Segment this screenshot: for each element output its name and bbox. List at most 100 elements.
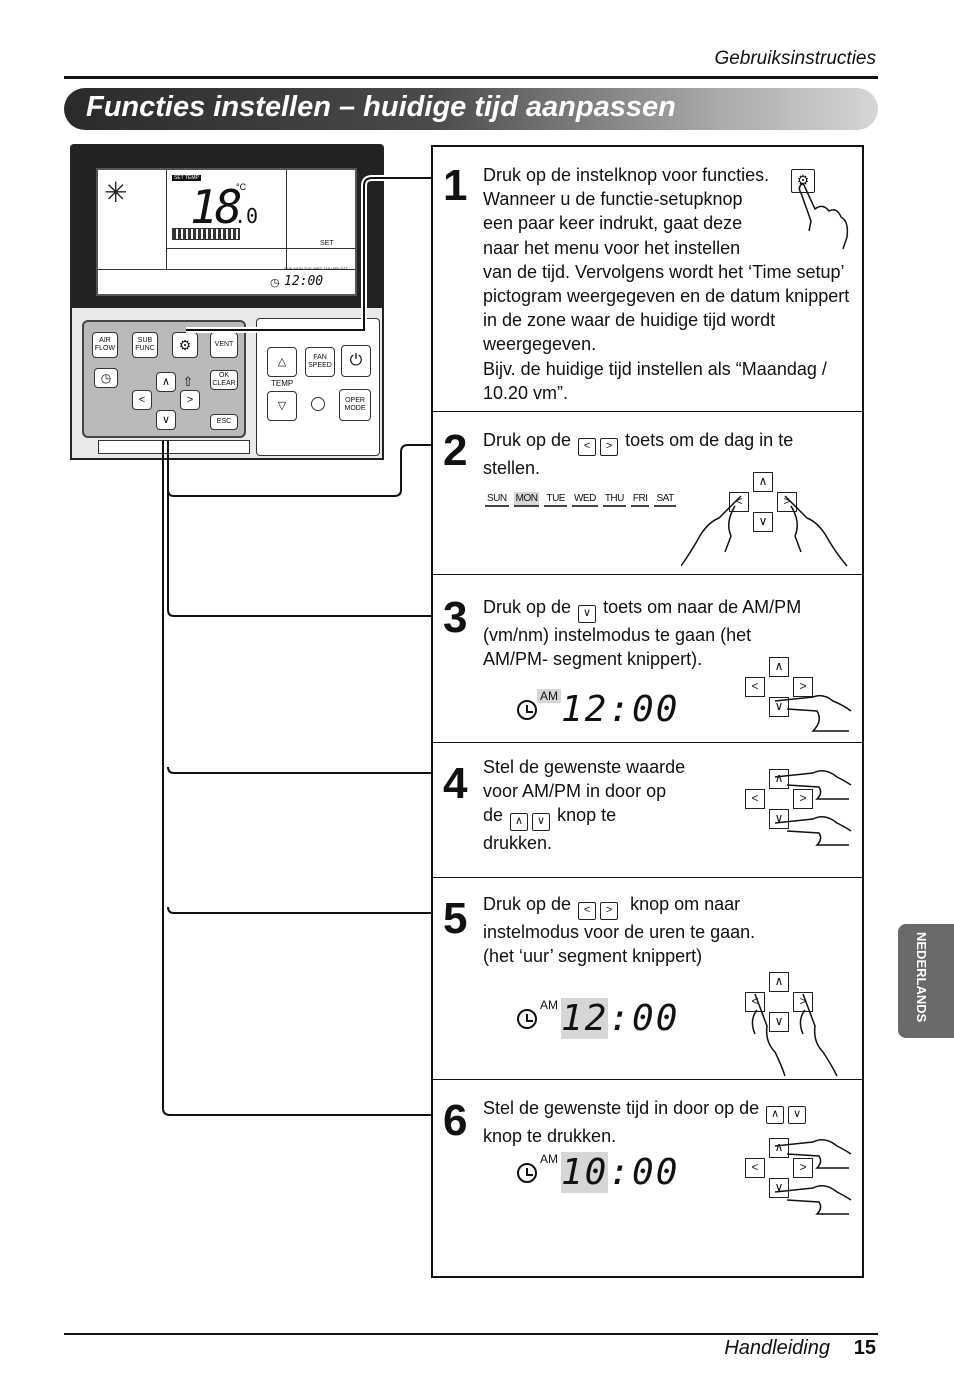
hands-icon	[774, 1139, 852, 1215]
down-key-icon: ∨	[788, 1106, 807, 1124]
page-title: Functies instellen – huidige tijd aanpas…	[86, 91, 676, 123]
clock-icon	[517, 1008, 537, 1029]
hand-press-icon	[774, 694, 852, 732]
lcd-level-bar	[172, 228, 240, 240]
language-side-tab: NEDERLANDS	[898, 924, 954, 1038]
footer-rule	[64, 1333, 878, 1335]
up-key-icon: ∧	[510, 813, 529, 831]
sub-func-button[interactable]: SUB FUNC	[132, 332, 158, 358]
up-key[interactable]: ∧	[156, 372, 176, 392]
header-label: Gebruiksinstructies	[714, 48, 876, 69]
time-digits: 12:00	[561, 998, 680, 1040]
minute-segment: :00	[608, 1152, 680, 1194]
step-text: Stel de gewenste waarde voor AM/PM in do…	[483, 757, 686, 853]
ampm-indicator: AM	[540, 998, 558, 1012]
page-number: 15	[853, 1337, 876, 1359]
step-1: 1 Druk op de instelknop voor functies. W…	[433, 147, 862, 412]
minute-segment: :00	[608, 998, 680, 1040]
step-5: 5 Druk op de <> knop om naar instelmodus…	[433, 878, 862, 1080]
lcd-temp-decimal: .0	[234, 204, 259, 228]
lcd-time: 12:00	[284, 274, 324, 289]
step-number: 6	[443, 1096, 468, 1145]
oper-mode-button[interactable]: OPER MODE	[339, 389, 371, 421]
step-2: 2 Druk op de <> toets om de dag in te st…	[433, 412, 862, 575]
down-key-icon: ∨	[532, 813, 551, 831]
hand-press-icon	[798, 182, 849, 250]
step-number: 2	[443, 426, 468, 475]
left-key[interactable]: <	[132, 390, 152, 410]
home-icon: ⇧	[182, 374, 194, 389]
lcd-unit: °C	[236, 182, 247, 192]
temp-up-button[interactable]: △	[267, 347, 297, 377]
clock-icon: ◷	[100, 371, 112, 385]
step-6: 6 Stel de gewenste tijd in door op de ∧∨…	[433, 1080, 862, 1276]
step-number: 3	[443, 593, 468, 642]
temp-down-button[interactable]: ▽	[267, 391, 297, 421]
lcd-clock-icon: ◷	[270, 277, 280, 289]
hands-icon	[751, 993, 838, 1077]
up-key-icon: ∧	[766, 1106, 785, 1124]
vent-button[interactable]: VENT	[210, 332, 238, 358]
function-key-icon: ⚙	[791, 169, 815, 193]
day: WED	[571, 492, 598, 507]
timer-button[interactable]: ◷	[94, 368, 118, 388]
day: TUE	[544, 492, 567, 507]
air-flow-button[interactable]: AIR FLOW	[92, 332, 118, 358]
button-panel: AIR FLOW SUB FUNC ⚙ VENT ◷ ∧ ⇧ OK CLEAR …	[82, 320, 246, 438]
right-key[interactable]: >	[180, 390, 200, 410]
ampm-indicator: AM	[537, 689, 561, 703]
time-display: AM12:00	[517, 689, 679, 730]
remote-bezel	[98, 440, 250, 454]
ok-clear-button[interactable]: OK CLEAR	[210, 370, 238, 390]
fan-speed-button[interactable]: FAN SPEED	[305, 347, 335, 377]
day: THU	[602, 492, 626, 507]
power-icon: ⏻	[349, 352, 363, 369]
hour-segment: 12	[561, 998, 609, 1040]
lcd-set-label: SET	[320, 240, 334, 247]
right-key-icon: >	[600, 902, 619, 920]
day-selected: MON	[513, 492, 540, 507]
step-text: Stel de gewenste tijd in door op de ∧∨ k…	[483, 1096, 859, 1148]
day: SUN	[485, 492, 509, 507]
title-bar: Functies instellen – huidige tijd aanpas…	[64, 88, 878, 130]
down-key[interactable]: ∨	[156, 410, 176, 430]
ampm-indicator: AM	[540, 1152, 558, 1166]
step-number: 5	[443, 894, 468, 943]
step-text: Druk op de instelknop voor functies. Wan…	[483, 165, 850, 403]
esc-button[interactable]: ESC	[210, 414, 238, 430]
clock-icon	[517, 699, 537, 720]
time-display: AM12:00	[517, 998, 680, 1040]
step-text: Druk op de ∨ toets om naar de AM/PM (vm/…	[483, 597, 802, 669]
step-3: 3 Druk op de ∨ toets om naar de AM/PM (v…	[433, 575, 862, 743]
lcd-screen: ✳ SET TEMP 18 .0 °C SET SUN MON TUE WED …	[96, 168, 357, 296]
power-button[interactable]: ⏻	[341, 345, 371, 377]
hour-segment: 10	[561, 1152, 609, 1194]
steps-column: 1 Druk op de instelknop voor functies. W…	[431, 145, 864, 1278]
gear-icon: ⚙	[178, 337, 192, 353]
indicator-dot	[311, 397, 325, 411]
hands-icon	[774, 770, 852, 846]
step-4: 4 Stel de gewenste waarde voor AM/PM in …	[433, 743, 862, 878]
lcd-temp: 18	[190, 180, 242, 234]
time-display: AM10:00	[517, 1152, 680, 1194]
step-number: 1	[443, 161, 468, 210]
step-number: 4	[443, 759, 468, 808]
time-digits: 12:00	[561, 689, 680, 731]
step-text: Druk op de <> knop om naar instelmodus v…	[483, 894, 756, 966]
hands-icon	[681, 495, 848, 567]
down-key-icon: ∨	[578, 605, 597, 623]
left-key-icon: <	[578, 438, 597, 456]
function-setup-button[interactable]: ⚙	[172, 332, 198, 358]
fan-icon: ✳	[104, 177, 128, 208]
step-text: Druk op de <> toets om de dag in te stel…	[483, 430, 794, 478]
lcd-days: SUN MON TUE WED THU FRI SAT	[284, 266, 348, 271]
footer-label: Handleiding	[724, 1337, 830, 1359]
right-button-panel: △ FAN SPEED ⏻ TEMP ▽ OPER MODE	[256, 318, 380, 456]
left-key-icon: <	[578, 902, 597, 920]
time-digits: 10:00	[561, 1152, 680, 1194]
right-key-icon: >	[600, 438, 619, 456]
header-rule	[64, 76, 878, 79]
day: FRI	[630, 492, 650, 507]
clock-icon	[517, 1162, 537, 1183]
